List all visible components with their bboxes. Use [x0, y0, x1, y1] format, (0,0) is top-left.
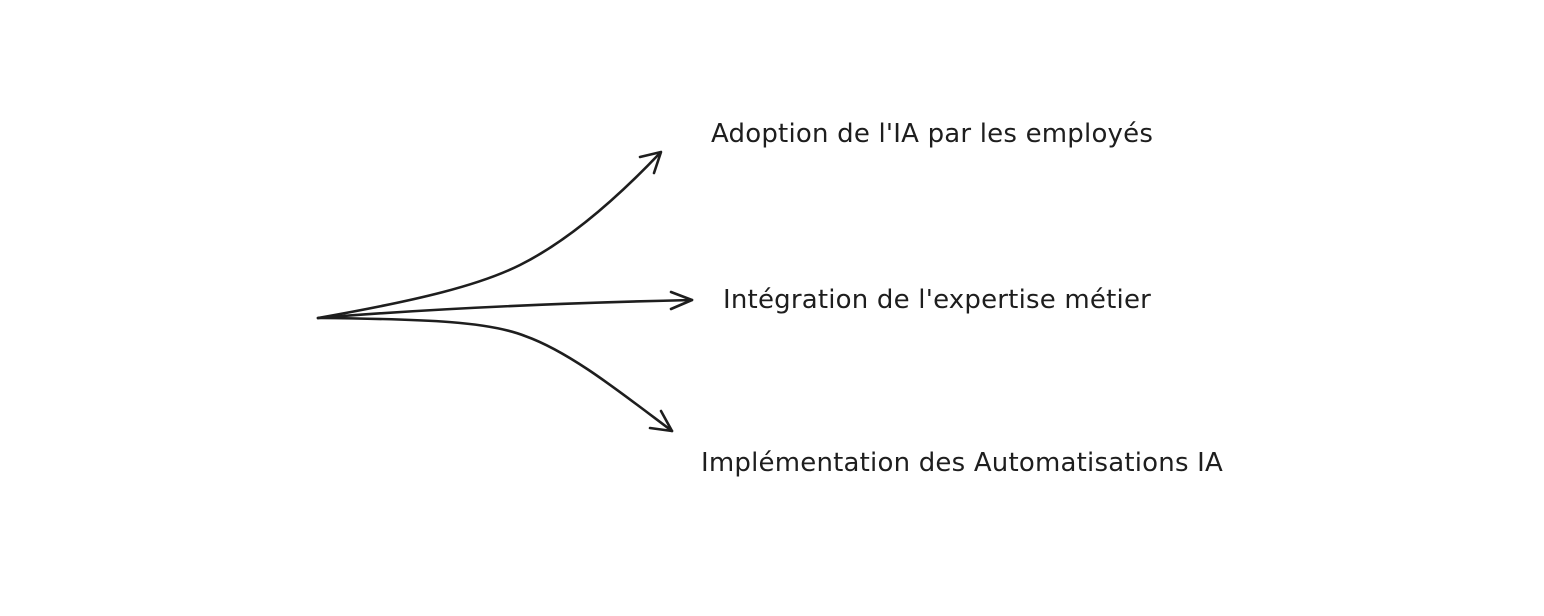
arrow-bottom-shaft [316, 316, 674, 433]
arrow-middle-head [669, 290, 694, 311]
branch-label-bottom: Implémentation des Automatisations IA [701, 448, 1224, 478]
arrow-middle [316, 290, 694, 320]
arrow-middle-shaft [316, 298, 694, 320]
arrow-bottom-head [648, 409, 674, 433]
arrow-top-head [638, 150, 663, 175]
branch-label-middle: Intégration de l'expertise métier [723, 285, 1152, 315]
arrow-top-shaft [316, 151, 662, 320]
branch-label-top: Adoption de l'IA par les employés [711, 119, 1154, 149]
arrow-bottom [316, 316, 674, 433]
arrow-top [316, 150, 663, 320]
